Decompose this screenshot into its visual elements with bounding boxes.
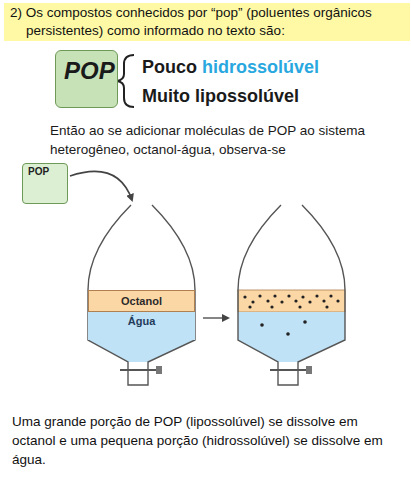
node-text: Octanol bbox=[91, 295, 192, 307]
water-layer: Água bbox=[88, 312, 195, 340]
title-text: 2) Os compostos conhecidos por “pop” (po… bbox=[4, 3, 410, 41]
property-text: Muito lipossolúvel bbox=[142, 87, 299, 106]
node-text: POP bbox=[64, 57, 113, 85]
caption-text: Uma grande porção de POP (lipossolúvel) … bbox=[12, 412, 404, 469]
node-text: Água bbox=[90, 315, 193, 327]
intro-text: Então ao se adicionar moléculas de POP a… bbox=[50, 121, 385, 159]
property-text: Pouco bbox=[142, 58, 197, 77]
brace bbox=[117, 55, 134, 107]
octanol-layer: Octanol bbox=[88, 290, 195, 312]
property-highlight: hidrossolúvel bbox=[202, 58, 319, 77]
right-funnel bbox=[238, 205, 345, 385]
pop-sample-box: POP bbox=[22, 163, 68, 204]
pour-arrow bbox=[70, 171, 132, 200]
step-arrow bbox=[203, 317, 228, 319]
node-text: POP bbox=[28, 166, 63, 177]
left-funnel bbox=[88, 205, 195, 385]
pop-box: POP bbox=[55, 50, 118, 108]
